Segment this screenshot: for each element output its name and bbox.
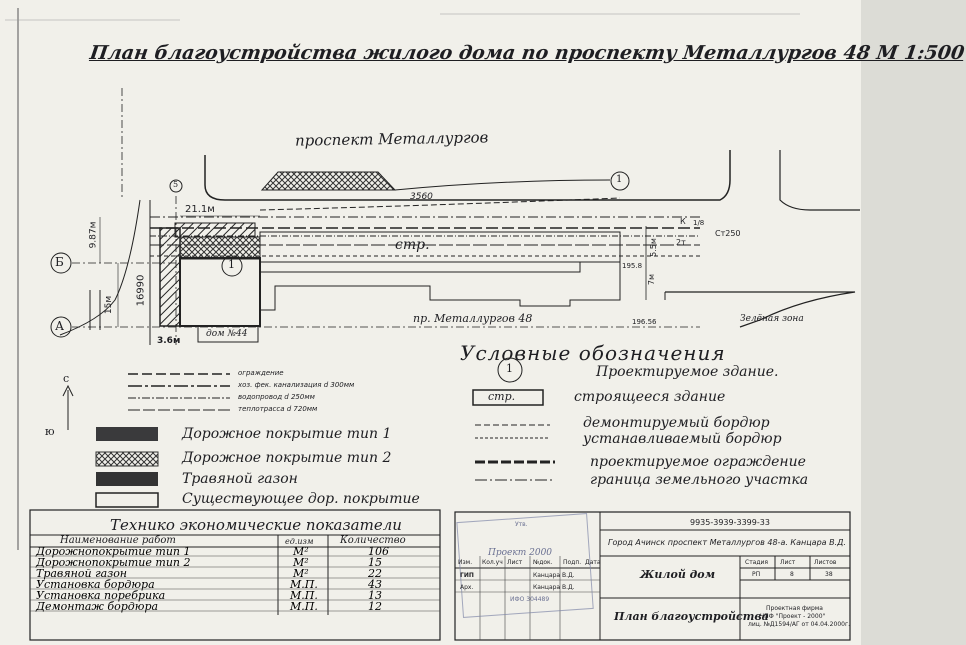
street-bottom-label: пр. Металлургов 48 xyxy=(413,312,533,325)
house-44-label: дом №44 xyxy=(206,329,248,339)
stamp-col-kol: Кол.уч xyxy=(482,559,503,566)
table-header-unit: ед.изм xyxy=(285,537,314,546)
legend-installed-curb: устанавливаемый бордюр xyxy=(583,431,782,447)
green-zone-label: Зелёная зона xyxy=(740,314,804,324)
elevation-1: 195.8 xyxy=(622,262,643,270)
stamp-firm-1: Проектная фирма xyxy=(766,605,823,612)
stamp-code: 9935-3939-3399-33 xyxy=(690,518,770,527)
stamp-stadia: РП xyxy=(752,571,761,578)
small-legend-water: водопровод d 250мм xyxy=(238,393,315,401)
dim-21: 21.1м xyxy=(185,204,215,215)
table-row-qty: 43 xyxy=(368,578,382,591)
table-row: Демонтаж бордюра xyxy=(36,600,159,613)
dim-36: 3.6м xyxy=(157,336,181,346)
dim-3560: 3560 xyxy=(410,192,433,202)
table-row-unit: М.П. xyxy=(290,589,318,602)
stamp-seal-3: ИФО 304489 xyxy=(510,596,550,603)
table-row: Установка поребрика xyxy=(36,589,166,602)
table-row-unit: М² xyxy=(293,567,309,580)
stamp-lists-header: Листов xyxy=(814,559,837,566)
construction-label: стр. xyxy=(395,237,430,253)
building-number-top: 1 xyxy=(616,174,623,185)
stamp-gip: ГИП xyxy=(460,572,474,579)
table-row: Дорожнопокрытие тип 2 xyxy=(36,556,191,569)
stamp-seal-2: Проект 2000 xyxy=(488,548,553,558)
legend-boundary: граница земельного участка xyxy=(590,472,809,488)
legend-title: Условные обозначения xyxy=(460,341,726,365)
stamp-object: Жилой дом xyxy=(640,568,716,581)
table-row-unit: М² xyxy=(293,556,309,569)
table-title: Технико экономические показатели xyxy=(110,516,402,534)
street-top-label: проспект Металлургов xyxy=(294,128,489,150)
legend-removed-curb: демонтируемый бордюр xyxy=(583,415,770,431)
stamp-arch-name: Канцара В.Д. xyxy=(533,584,575,591)
south-label: ю xyxy=(45,425,55,438)
elevation-2: 196.56 xyxy=(632,318,657,326)
legend-box-label: стр. xyxy=(488,390,516,403)
paving-type-2-label: Дорожное покрытие тип 2 xyxy=(182,450,392,466)
stamp-drawing: План благоустройства xyxy=(614,610,769,623)
table-row: Установка бордюра xyxy=(36,578,155,591)
table-row-qty: 106 xyxy=(368,545,389,558)
dim-16990: 16990 xyxy=(135,274,147,307)
small-legend-fence: ограждение xyxy=(238,369,284,377)
small-legend-sewer: хоз. фек. канализация d 300мм xyxy=(238,381,355,389)
table-row-unit: М.П. xyxy=(290,600,318,613)
stamp-list-header: Лист xyxy=(780,559,796,566)
stamp-list: 8 xyxy=(790,571,794,578)
lawn-label: Травяной газон xyxy=(182,471,298,487)
stamp-stadia-header: Стадия xyxy=(745,559,769,566)
page-title: План благоустройства жилого дома по прос… xyxy=(88,42,966,64)
stamp-lists: 38 xyxy=(825,571,833,578)
small-legend-heat: теплотрасса d 720мм xyxy=(238,405,318,413)
table-header-qty: Количество xyxy=(340,535,406,546)
legend-new-building: Проектируемое здание. xyxy=(596,364,779,380)
table-row-unit: М.П. xyxy=(290,578,318,591)
stamp-col-izm: Изм. xyxy=(458,559,473,566)
legend-circle-number: 1 xyxy=(506,362,513,375)
k-label: К xyxy=(680,217,686,226)
stamp-gip-name: Канцара В.Д. xyxy=(533,572,575,579)
legend-fence: проектируемое ограждение xyxy=(590,454,806,470)
stamp-firm-3: лиц. №Д1594/АГ от 04.04.2000г. xyxy=(748,621,851,628)
table-row-qty: 22 xyxy=(368,567,382,580)
table-row-unit: М² xyxy=(293,545,309,558)
stamp-col-date: Дата xyxy=(585,559,601,566)
existing-paving-label: Существующее дор. покрытие xyxy=(182,491,420,507)
stamp-col-list: Лист xyxy=(507,559,523,566)
fraction-label: 1/8 xyxy=(693,219,705,227)
stamp-arch: Арх. xyxy=(460,584,474,591)
axis-5-label: 5 xyxy=(173,180,179,189)
site-plan-drawing xyxy=(5,8,860,641)
stamp-col-doc: №док. xyxy=(533,559,553,566)
axis-b-label: Б xyxy=(55,255,64,269)
stamp-seal-1: Утв. xyxy=(515,521,528,528)
dim-987: 9.87м xyxy=(88,221,99,249)
dim-15: 15м xyxy=(104,295,115,315)
table-row-qty: 13 xyxy=(368,589,382,602)
table-row: Дорожнопокрытие тип 1 xyxy=(36,545,191,558)
paving-type-1-label: Дорожное покрытие тип 1 xyxy=(182,426,392,442)
two-t-label: 2т xyxy=(676,238,686,247)
stamp-col-sign: Подп. xyxy=(563,559,582,566)
building-number: 1 xyxy=(228,258,235,271)
dim-7: 7м xyxy=(647,273,657,286)
axis-a-label: А xyxy=(55,319,65,333)
stamp-address: Город Ачинск проспект Металлургов 48-а. … xyxy=(608,538,846,547)
table-row-qty: 12 xyxy=(368,600,382,613)
north-label: с xyxy=(63,372,70,385)
table-header-name: Наименование работ xyxy=(60,535,176,546)
st250-label: Ст250 xyxy=(715,229,741,238)
table-row-qty: 15 xyxy=(368,556,382,569)
table-row: Травяной газон xyxy=(36,567,128,580)
stamp-firm-2: ЧПФ "Проект - 2000" xyxy=(760,613,826,620)
legend-construction: строящееся здание xyxy=(574,389,726,405)
dim-55: 5.5м xyxy=(648,238,658,257)
